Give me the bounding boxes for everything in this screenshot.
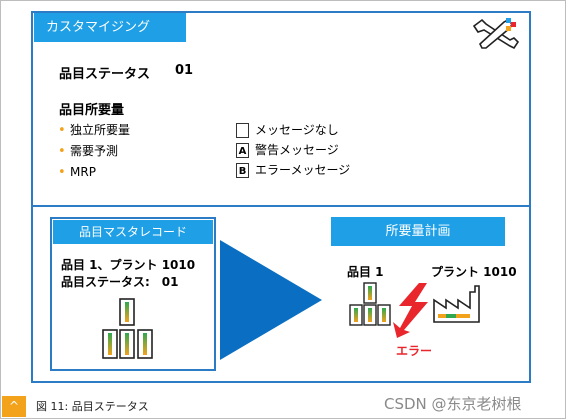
message-code-box: B — [236, 162, 249, 178]
lightning-icon — [393, 283, 428, 338]
requirements-heading: 品目所要量 — [59, 103, 125, 118]
master-record-header: 品目マスタレコード — [53, 220, 213, 244]
list-item: • MRP — [58, 162, 130, 183]
message-code-box — [236, 122, 249, 138]
master-record-item: 品目 1、プラント 1010 — [61, 258, 196, 272]
material-stack-icon — [102, 298, 153, 359]
list-item: • 需要予測 — [58, 141, 130, 162]
requirement-types-list: • 独立所要量 • 需要予測 • MRP — [58, 120, 130, 183]
message-label: 警告メッセージ — [255, 143, 339, 157]
material-stack-icon — [349, 282, 391, 326]
requirement-type: MRP — [70, 165, 96, 179]
planning-header: 所要量計画 — [331, 217, 505, 246]
bullet-icon: • — [58, 123, 66, 138]
message-label: エラーメッセージ — [255, 163, 351, 177]
caption-chevron-icon: ^ — [2, 396, 26, 417]
list-item: メッセージなし — [236, 120, 350, 140]
planning-plant: プラント 1010 — [431, 265, 517, 279]
message-types-list: メッセージなし A 警告メッセージ B エラーメッセージ — [236, 120, 350, 180]
master-record-box — [50, 217, 216, 371]
list-item: • 独立所要量 — [58, 120, 130, 141]
list-item: A 警告メッセージ — [236, 140, 350, 160]
master-record-status: 品目ステータス: 01 — [61, 275, 179, 289]
customizing-panel — [31, 11, 531, 207]
list-item: B エラーメッセージ — [236, 160, 350, 180]
factory-icon — [433, 285, 480, 323]
bullet-icon: • — [58, 144, 66, 159]
item-status-label: 品目ステータス — [59, 67, 151, 82]
watermark: CSDN @东京老树根 — [384, 395, 522, 413]
requirement-type: 需要予測 — [70, 144, 119, 158]
customizing-title: カスタマイジング — [34, 13, 186, 42]
flow-arrow-icon — [220, 240, 322, 360]
bullet-icon: • — [58, 165, 66, 180]
message-code-box: A — [236, 142, 249, 158]
planning-item: 品目 1 — [347, 265, 384, 279]
item-status-value: 01 — [175, 63, 194, 78]
error-label: エラー — [396, 344, 433, 358]
message-label: メッセージなし — [255, 123, 339, 137]
figure-caption: 図 11: 品目ステータス — [36, 400, 149, 413]
wrench-icon — [472, 18, 520, 50]
requirement-type: 独立所要量 — [70, 123, 131, 137]
